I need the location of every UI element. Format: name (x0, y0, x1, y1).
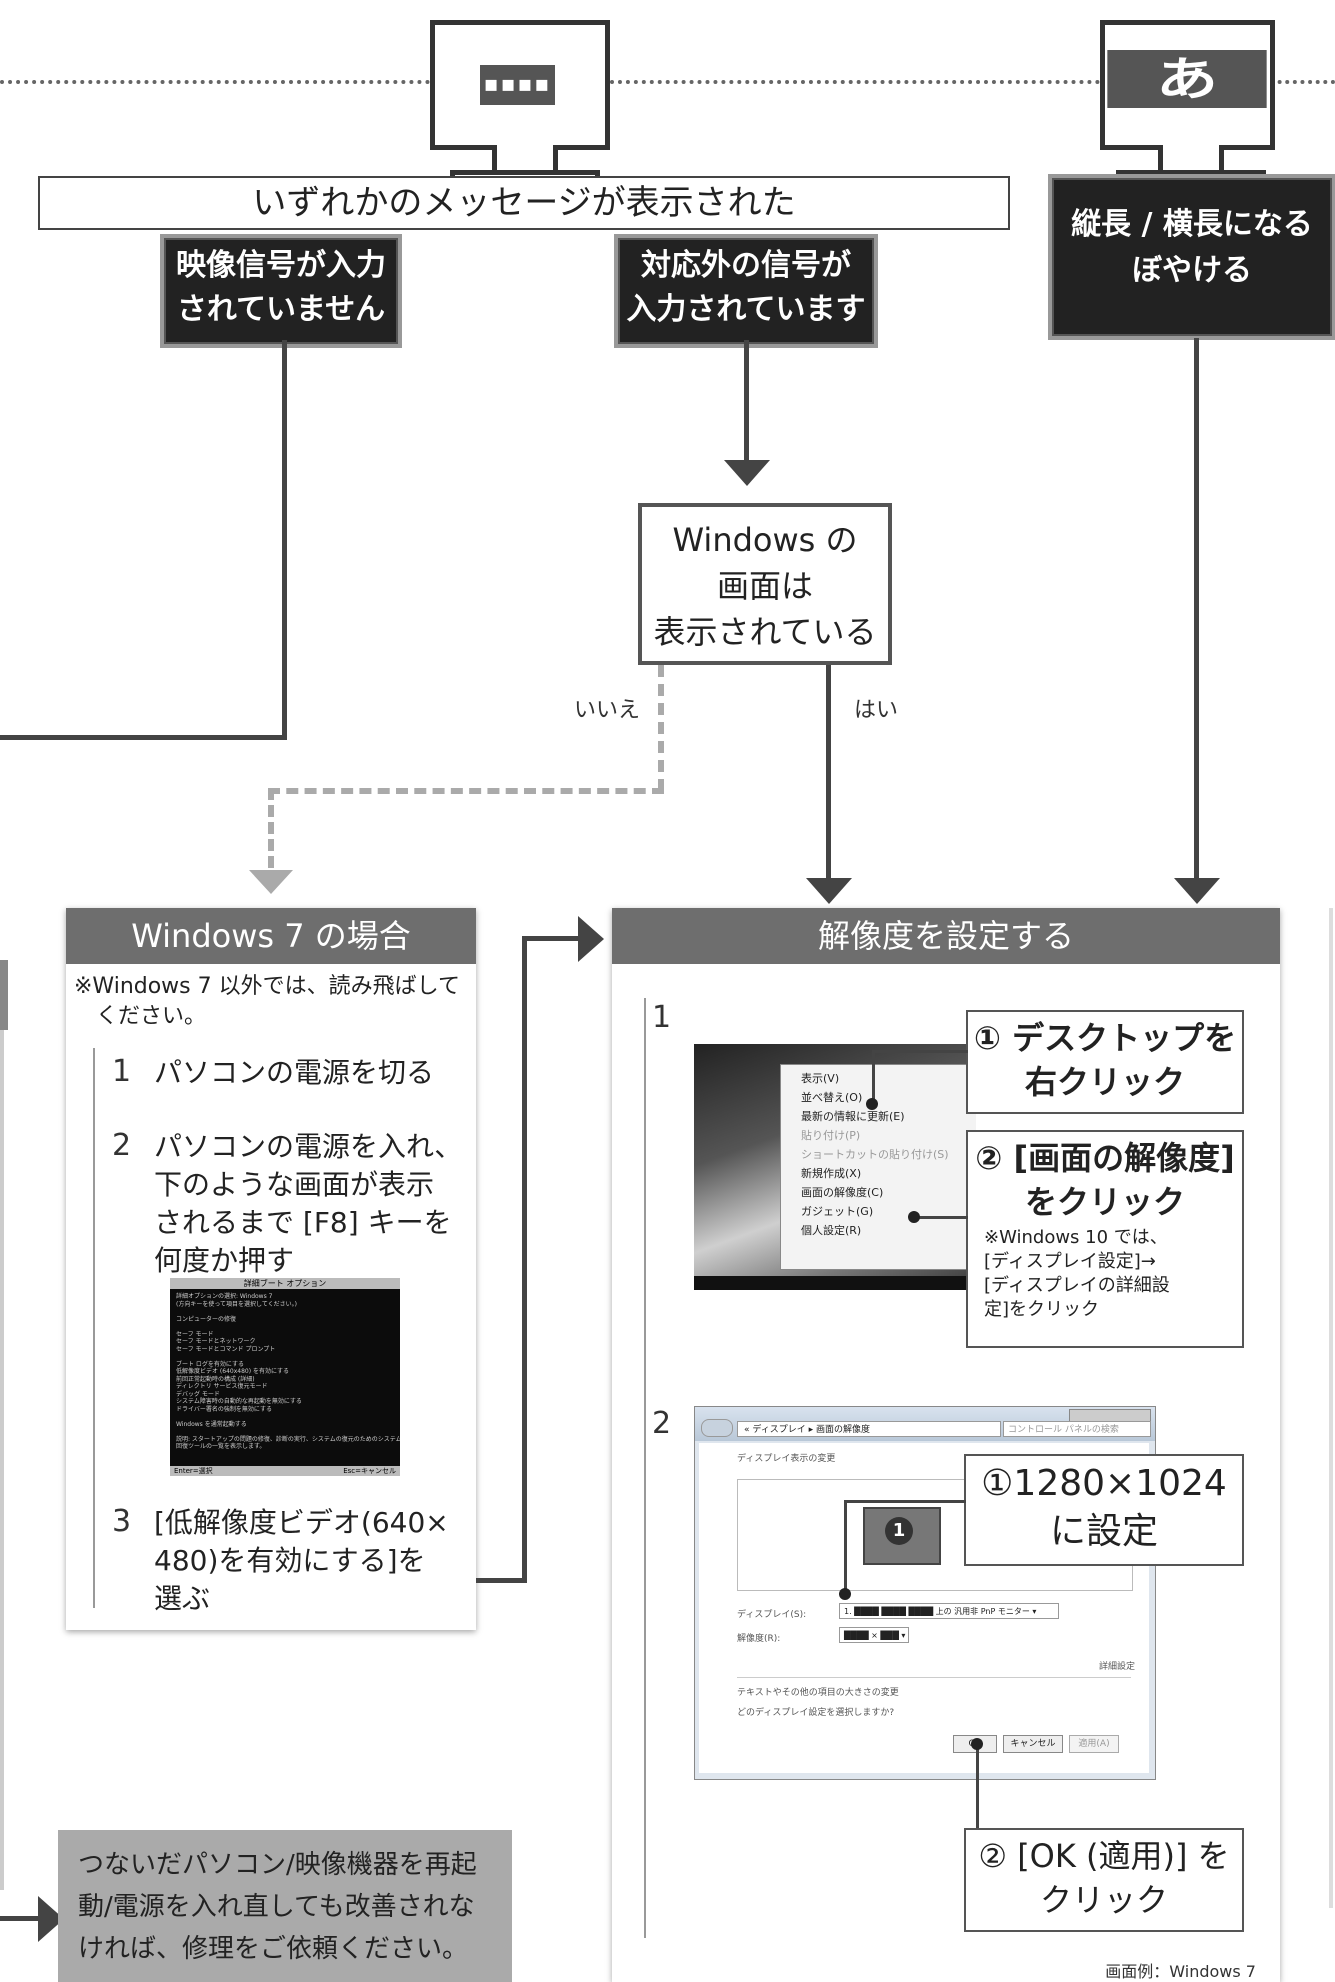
connector-no-dashed-down2 (268, 788, 274, 868)
win10-note: ※Windows 10 では、 [ディスプレイ設定]→ [ディスプレイの詳細設 … (984, 1227, 1170, 1320)
stretched-box: 縦長 / 横長になる ぼやける (1052, 178, 1332, 336)
win7-note: ※Windows 7 以外では、読み飛ばして ください。 (74, 974, 460, 1029)
boot-header: 詳細ブート オプション (170, 1278, 400, 1289)
connector-yes-down (826, 665, 831, 878)
leader-callout4 (976, 1744, 979, 1830)
leader-callout3 (844, 1500, 966, 1503)
connector-no-signal-down (282, 340, 287, 740)
context-menu-item[interactable]: 個人設定(R) (801, 1224, 862, 1237)
resolution-panel-title: 解像度を設定する (612, 908, 1280, 964)
leader-dot (866, 1098, 878, 1110)
win7-step-1-number: 1 (112, 1054, 132, 1089)
callout-screen-resolution: ② [画面の解像度] をクリック ※Windows 10 では、 [ディスプレイ… (966, 1130, 1244, 1348)
win7-step-3-number: 3 (112, 1504, 132, 1539)
win7-panel-title: Windows 7 の場合 (66, 908, 476, 964)
connector-footer-right (0, 1916, 40, 1921)
leader-dot (971, 1738, 983, 1750)
context-menu-item[interactable]: 貼り付け(P) (801, 1129, 861, 1142)
arrow-down-icon (249, 870, 293, 894)
text-size-link[interactable]: テキストやその他の項目の大きさの変更 (737, 1688, 899, 1698)
win7-step-3-text: [低解像度ビデオ(640× 480)を有効にする]を 選ぶ (154, 1506, 449, 1615)
callout-click-ok: ② [OK (適用)] を クリック (964, 1828, 1244, 1932)
dotted-divider-middle (610, 80, 1100, 84)
leader-callout3-down (844, 1500, 847, 1592)
context-menu-item[interactable]: ショートカットの貼り付け(S) (801, 1148, 949, 1161)
apply-button[interactable]: 適用(A) (1069, 1735, 1119, 1753)
monitor-thumbnail[interactable] (863, 1507, 941, 1565)
search-input[interactable]: コントロール パネルの検索 (1003, 1421, 1151, 1437)
unsupported-signal-box: 対応外の信号が 入力されています (618, 238, 874, 344)
display-select[interactable]: 1. ████ ████ ████ 上の 汎用非 PnP モニター ▾ (839, 1603, 1059, 1619)
arrow-down-icon (1174, 878, 1220, 904)
win7-step-2-text: パソコンの電源を入れ、 下のような画面が表示 されるまで [F8] キーを 何度… (154, 1130, 463, 1277)
win7-panel: Windows 7 の場合 ※Windows 7 以外では、読み飛ばして くださ… (66, 908, 476, 1630)
connector-no-signal-left (0, 735, 287, 740)
advanced-settings-link[interactable]: 詳細設定 (1098, 1662, 1135, 1672)
back-forward-icon[interactable] (701, 1419, 733, 1437)
boot-lines: 詳細オプションの選択: Windows 7 (方向キーを使って項目を選択してくだ… (176, 1293, 400, 1450)
resolution-dialog-screenshot: « ディスプレイ ▸ 画面の解像度 コントロール パネルの検索 ディスプレイ表示… (694, 1406, 1156, 1780)
question-box: Windows の 画面は 表示されている (638, 503, 892, 665)
win7-steps-rule (93, 1048, 95, 1608)
edge-marker-left (0, 960, 8, 1030)
stretched-character-icon: あ (1107, 50, 1267, 108)
no-label: いいえ (574, 698, 641, 723)
yes-label: はい (854, 698, 899, 723)
dotted-divider-right (1270, 80, 1335, 84)
callout-set-1280x1024: ①1280×1024 に設定 (964, 1454, 1244, 1566)
cancel-button[interactable]: キャンセル (1003, 1735, 1063, 1753)
context-menu-item[interactable]: 最新の情報に更新(E) (801, 1110, 905, 1123)
leader-dot (908, 1211, 920, 1223)
connector-no-dashed-left (268, 788, 664, 794)
context-menu-item[interactable]: 新規作成(X) (801, 1167, 862, 1180)
resolution-steps-rule (644, 998, 646, 1938)
connector-no-dashed-down (658, 665, 664, 791)
edge-rule-right (1329, 908, 1333, 1908)
repair-request-note: つないだパソコン/映像機器を再起 動/電源を入れ直しても改善されな ければ、修理… (58, 1830, 512, 1982)
screen-example-caption: 画面例：Windows 7 (1105, 1962, 1256, 1981)
connector-unsupported-down (744, 340, 749, 480)
no-signal-box: 映像信号が入力 されていません (164, 238, 398, 344)
address-bar[interactable]: « ディスプレイ ▸ 画面の解像度 (737, 1421, 1001, 1437)
which-settings-link[interactable]: どのディスプレイ設定を選択しますか? (737, 1708, 895, 1718)
boot-options-screenshot: 詳細ブート オプション 詳細オプションの選択: Windows 7 (方向キーを… (170, 1278, 400, 1476)
resolution-step-2-number: 2 (652, 1406, 672, 1441)
connector-win7-top (522, 936, 578, 941)
monitor-number-badge: 1 (885, 1517, 913, 1545)
dialog-heading: ディスプレイ表示の変更 (737, 1454, 836, 1464)
win7-step-1-text: パソコンの電源を切る (154, 1056, 435, 1089)
leader-callout1 (872, 1050, 968, 1053)
arrow-right-icon (578, 916, 604, 962)
callout-right-click-desktop: ① デスクトップを 右クリック (966, 1010, 1244, 1114)
resolution-select[interactable]: ████ × ███ ▾ (839, 1627, 909, 1643)
callout-screen-resolution-text: ② [画面の解像度] をクリック (975, 1139, 1235, 1221)
monitor-icon-stretched: あ (1100, 20, 1275, 202)
win7-step-2-number: 2 (112, 1128, 132, 1163)
arrow-down-icon (806, 878, 852, 904)
monitor-icon-message: ▪▪▪▪ (430, 20, 610, 202)
resolution-label: 解像度(R): (737, 1634, 781, 1644)
message-dots-icon: ▪▪▪▪ (480, 65, 555, 105)
display-label: ディスプレイ(S): (737, 1610, 807, 1620)
leader-dot (839, 1588, 851, 1600)
resolution-step-1-number: 1 (652, 1000, 672, 1035)
desktop-screenshot: 表示(V) 並べ替え(O) 最新の情報に更新(E) 貼り付け(P) ショートカットの貼り… (694, 1044, 976, 1290)
leader-callout2 (912, 1216, 968, 1219)
edge-rule-left (0, 1030, 4, 1890)
arrow-down-icon (724, 460, 770, 486)
message-banner: いずれかのメッセージが表示された (38, 176, 1010, 230)
context-menu-item[interactable]: 並べ替え(O) (801, 1091, 863, 1104)
leader-callout1-down (872, 1050, 875, 1102)
context-menu: 表示(V) 並べ替え(O) 最新の情報に更新(E) 貼り付け(P) ショートカットの貼り… (780, 1064, 976, 1270)
boot-footer-right: Esc=キャンセル (343, 1467, 396, 1475)
dotted-divider-left (0, 80, 430, 84)
context-menu-item[interactable]: ガジェット(G) (801, 1205, 874, 1218)
connector-win7-right (476, 1578, 526, 1583)
context-menu-item[interactable]: 表示(V) (801, 1072, 840, 1085)
boot-footer-left: Enter=選択 (174, 1467, 213, 1475)
context-menu-item[interactable]: 画面の解像度(C) (801, 1186, 884, 1199)
resolution-panel: 解像度を設定する 1 表示(V) 並べ替え(O) 最新の情報に更新(E) 貼り付け(P… (612, 908, 1280, 1982)
connector-win7-up (522, 936, 527, 1583)
connector-stretched-down (1194, 338, 1199, 878)
